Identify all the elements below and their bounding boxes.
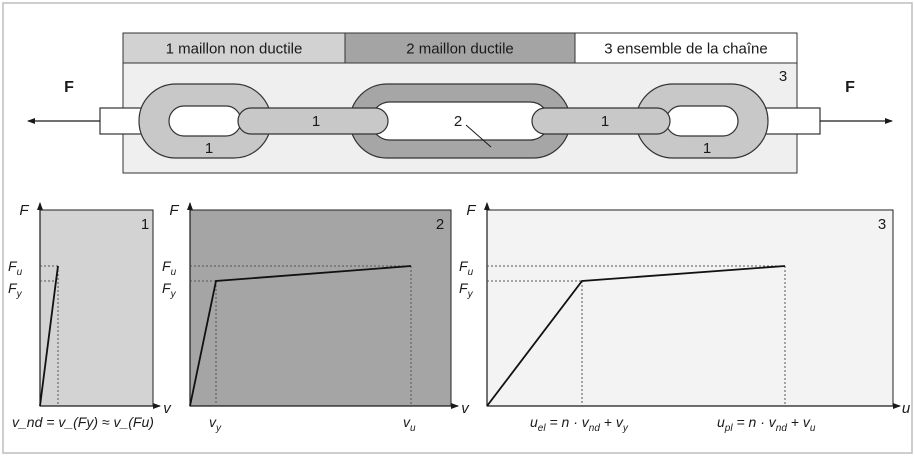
chain-panel-number: 3 [779, 68, 787, 85]
graph3-y-axis-label: F [466, 202, 476, 219]
right-connecting-link-label: 1 [601, 113, 609, 130]
left-end-link-label: 1 [205, 140, 213, 157]
graph1-x-axis-label: v [163, 400, 172, 417]
graph2-background [189, 209, 452, 407]
legend-label-whole-chain: 3 ensemble de la chaîne [604, 41, 767, 58]
graph3-number: 3 [878, 216, 886, 233]
right-connecting-link [531, 107, 671, 135]
graph1-x-caption: v_nd = v_(Fy) ≈ v_(Fu) [12, 414, 154, 430]
graph-whole-chain: 3 F u Fu Fy uel = n · vnd + vy upl = n ·… [459, 202, 911, 434]
left-connecting-link [237, 107, 389, 135]
graph3-x-axis-label: u [902, 400, 911, 417]
graph-nonductile: 1 F v Fu Fy v_nd = v_(Fy) ≈ v_(Fu) [8, 202, 172, 430]
graph3-force-curve [486, 265, 786, 407]
chain-panel: 3 1 1 1 1 2 F F [27, 62, 893, 174]
graph1-background [39, 209, 154, 407]
graph1-fu-label: Fu [8, 258, 23, 278]
legend-label-nonductile: 1 maillon non ductile [166, 41, 303, 58]
legend-cell-whole-chain [574, 32, 798, 64]
graph2-fy-label: Fy [162, 280, 177, 300]
graph3-upl-formula: upl = n · vnd + vu [717, 414, 816, 434]
right-force-label: F [845, 79, 855, 96]
left-force-label: F [64, 79, 74, 96]
right-end-link-label: 1 [703, 140, 711, 157]
graph3-uel-formula: uel = n · vnd + vy [530, 414, 629, 434]
graph2-force-curve [189, 265, 412, 407]
ductile-link-label: 2 [454, 113, 462, 130]
left-connecting-link-label: 1 [312, 113, 320, 130]
left-end-link-hole [168, 105, 242, 137]
legend-bar: 1 maillon non ductile 2 maillon ductile … [122, 32, 798, 64]
graph2-number: 2 [436, 216, 444, 233]
ductile-link-leader [465, 124, 492, 148]
graph1-force-curve [39, 265, 59, 407]
legend-cell-nonductile [122, 32, 346, 64]
right-end-link-hole [665, 105, 739, 137]
graph3-fu-label: Fu [459, 258, 474, 278]
legend-label-ductile: 2 maillon ductile [406, 41, 514, 58]
graph2-y-axis-label: F [169, 202, 179, 219]
graph3-fy-label: Fy [459, 280, 474, 300]
graph1-fy-label: Fy [8, 280, 23, 300]
graph-ductile: 2 F v Fu Fy vy vu [162, 202, 470, 434]
graph3-background [486, 209, 894, 407]
graph2-x-axis-label: v [461, 400, 470, 417]
graph2-vu-label: vu [403, 414, 416, 434]
legend-cell-ductile [344, 32, 576, 64]
graph1-number: 1 [141, 216, 149, 233]
graph2-vy-label: vy [209, 414, 222, 434]
graph2-fu-label: Fu [162, 258, 177, 278]
graph1-y-axis-label: F [19, 202, 29, 219]
